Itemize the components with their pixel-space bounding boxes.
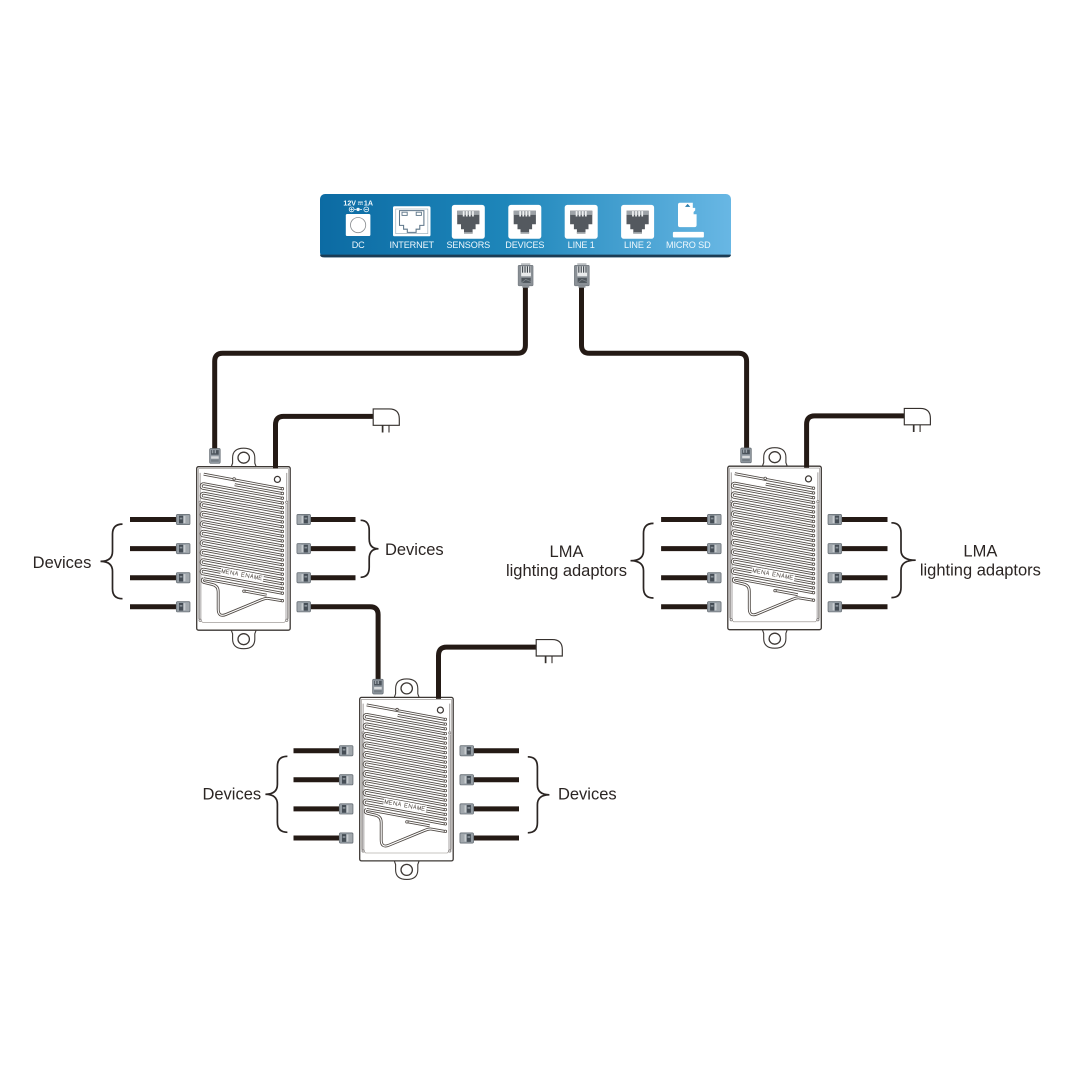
svg-text:SENSORS: SENSORS [446,240,490,250]
svg-text:MICRO SD: MICRO SD [666,240,711,250]
svg-text:lighting adaptors: lighting adaptors [920,561,1041,579]
svg-text:1A: 1A [364,200,373,208]
svg-text:lighting adaptors: lighting adaptors [506,562,627,580]
svg-text:Devices: Devices [202,785,261,803]
svg-text:INTERNET: INTERNET [389,240,434,250]
svg-text:Devices: Devices [33,554,92,572]
svg-text:Devices: Devices [385,541,444,559]
svg-text:DEVICES: DEVICES [505,240,544,250]
svg-text:LINE 1: LINE 1 [568,240,595,250]
svg-text:12V: 12V [343,200,356,208]
svg-text:Devices: Devices [558,785,617,803]
svg-text:LMA: LMA [550,543,584,561]
svg-text:DC: DC [352,240,365,250]
svg-text:LMA: LMA [963,542,997,560]
svg-text:LINE 2: LINE 2 [624,240,651,250]
